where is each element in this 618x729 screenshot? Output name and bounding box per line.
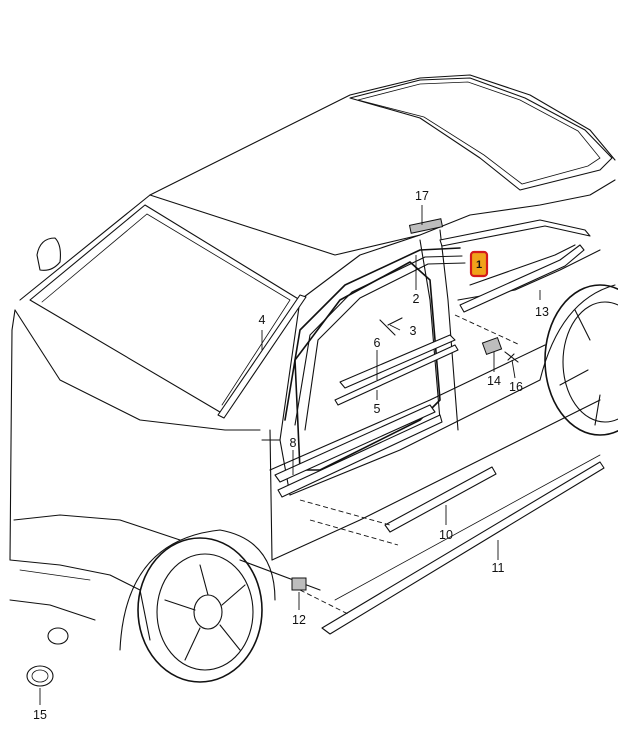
part-10-scuff-strip xyxy=(384,466,497,533)
part-17-clip xyxy=(408,218,444,234)
part-11-sill-cover xyxy=(321,461,605,635)
callout-11: 11 xyxy=(492,561,505,575)
callout-1-highlight: 1 xyxy=(469,250,489,278)
part-15-cap xyxy=(26,665,54,687)
part-1-frame-trim xyxy=(439,219,591,247)
part-5-belt-moulding xyxy=(334,344,459,406)
part-8-sill-moulding xyxy=(274,404,436,483)
part-6-belt-moulding xyxy=(339,334,456,389)
callout-6: 6 xyxy=(374,336,381,350)
callout-5: 5 xyxy=(374,402,381,416)
callout-14: 14 xyxy=(487,374,501,388)
callout-12: 12 xyxy=(292,613,306,627)
callout-1: 1 xyxy=(476,259,482,271)
part-4-trim xyxy=(217,294,307,419)
callout-13: 13 xyxy=(535,305,549,319)
callout-15: 15 xyxy=(33,708,47,722)
car-body xyxy=(9,74,618,683)
callout-10: 10 xyxy=(439,528,453,542)
callout-8: 8 xyxy=(290,436,297,450)
callout-3: 3 xyxy=(410,324,417,338)
callout-4: 4 xyxy=(259,313,266,327)
callout-2: 2 xyxy=(413,292,420,306)
part-2-door-opening-seal xyxy=(294,261,441,471)
highlight-box xyxy=(469,250,489,278)
callouts: 17 2 3 4 6 5 8 13 14 16 10 11 12 15 1 xyxy=(33,189,549,722)
part-3-clip xyxy=(379,317,403,336)
callout-16: 16 xyxy=(509,380,523,394)
part-12-bracket xyxy=(291,577,307,591)
parts xyxy=(26,218,605,687)
part-16-screw xyxy=(504,351,519,363)
callout-17: 17 xyxy=(415,189,429,203)
leader-lines xyxy=(39,205,541,705)
part-14-bracket xyxy=(481,336,503,356)
part-13-window-trim xyxy=(459,244,585,313)
